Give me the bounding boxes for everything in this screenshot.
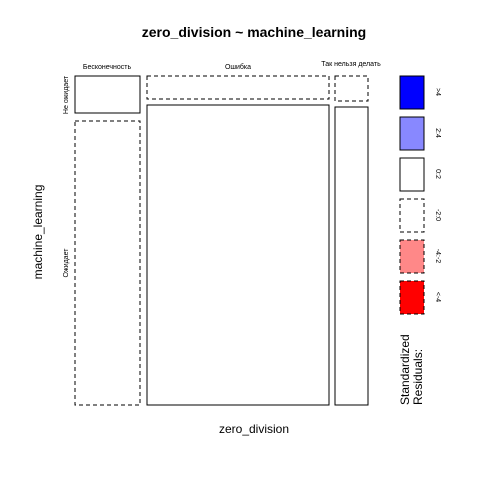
legend-label-0-2: 0:2 bbox=[434, 169, 441, 179]
legend-swatch-gt4 bbox=[399, 75, 425, 110]
legend-swatch-neg2-0 bbox=[399, 198, 425, 233]
mosaic-tile-beskonechnost-ozhidaet bbox=[74, 120, 141, 406]
y-category-label-2: Ожидает bbox=[63, 248, 70, 278]
legend-swatch-neg4-neg2 bbox=[399, 239, 425, 274]
x-category-label-3: Так нельзя делать bbox=[321, 61, 381, 68]
x-axis-label: zero_division bbox=[219, 422, 289, 436]
legend-label-gt4: >4 bbox=[434, 88, 441, 96]
legend-swatch-lt-neg4 bbox=[399, 280, 425, 315]
legend-title-line-1: Standardized bbox=[398, 334, 412, 405]
mosaic-tile-beskonechnost-ne-ozhidaet bbox=[74, 75, 141, 114]
chart-title: zero_division ~ machine_learning bbox=[142, 24, 366, 40]
legend-label-lt-neg4: <-4 bbox=[434, 292, 441, 302]
mosaic-tile-oshibka-ne-ozhidaet bbox=[146, 75, 330, 100]
legend-swatch-0-2 bbox=[399, 157, 425, 192]
legend-label-2-4: 2:4 bbox=[434, 128, 441, 138]
legend-swatch-2-4 bbox=[399, 116, 425, 151]
x-category-label-2: Ошибка bbox=[225, 63, 251, 71]
y-axis-label: machine_learning bbox=[31, 185, 45, 280]
mosaic-tile-oshibka-ozhidaet bbox=[146, 104, 330, 406]
legend-title-line-2: Residuals: bbox=[411, 349, 425, 405]
mosaic-tile-tak-nelzya-ne-ozhidaet bbox=[334, 75, 369, 102]
y-category-label-1: Не ожидает bbox=[63, 75, 70, 114]
legend-label-neg4-neg2: -4:-2 bbox=[434, 249, 441, 264]
legend-label-neg2-0: -2:0 bbox=[434, 209, 441, 221]
x-category-label-1: Бесконечность bbox=[83, 64, 132, 71]
mosaic-tile-tak-nelzya-ozhidaet bbox=[334, 106, 369, 406]
